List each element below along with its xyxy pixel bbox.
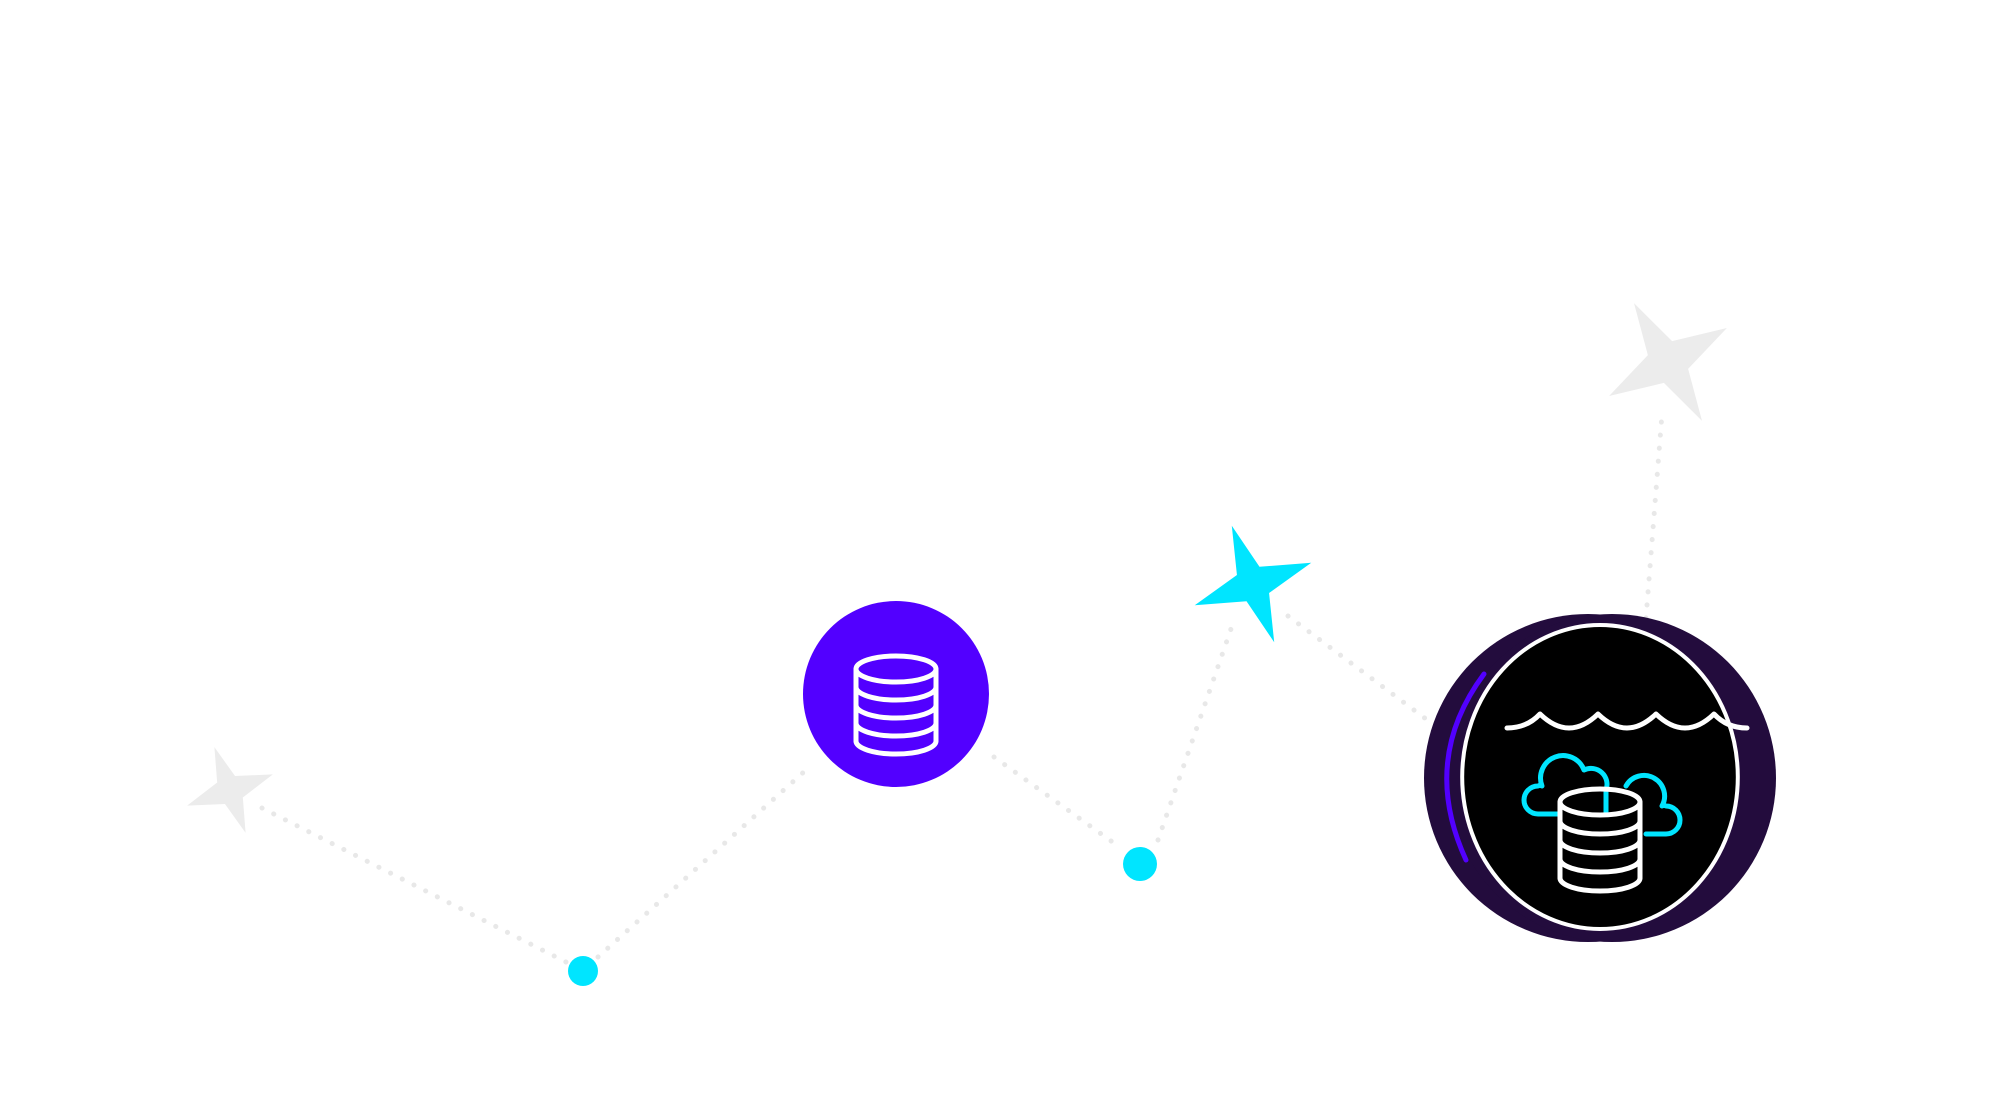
db-layer-arc [1557, 856, 1643, 875]
connector-segment [1155, 623, 1235, 843]
path-dot-2 [1123, 847, 1157, 881]
database-badge-circle [803, 601, 989, 787]
db-layer-arc [1557, 837, 1643, 856]
star-top-right-icon [1609, 303, 1727, 421]
db-layer-arc [853, 738, 939, 757]
db-layer-arc [853, 702, 939, 721]
connector-segment [259, 805, 569, 965]
badge-accent-arc [1444, 671, 1487, 863]
star-left-icon [187, 747, 273, 833]
database-badge [803, 601, 989, 787]
path-dot-1 [568, 956, 598, 986]
badge-lens-shape [1460, 622, 1740, 932]
star-cyan-icon [1194, 525, 1312, 643]
db-layer-arc [1557, 875, 1643, 894]
cloud-left-outline [1521, 753, 1610, 817]
connector-segment [1285, 613, 1433, 725]
data-lake-icon [1557, 786, 1643, 894]
db-layer-arc [853, 720, 939, 739]
connector-segment [595, 767, 809, 960]
cloud-icon [1521, 753, 1683, 837]
data-lake-badge [1424, 614, 1776, 942]
db-layer-arc [1557, 818, 1643, 837]
db-layer-arc [853, 684, 939, 703]
waves-icon [1504, 711, 1750, 731]
wave-line [1504, 711, 1750, 731]
database-icon [853, 653, 939, 757]
cloud-right-outline [1623, 772, 1683, 837]
dotted-connector-path [259, 411, 1665, 965]
connector-segment [1643, 411, 1665, 621]
connector-segment [991, 754, 1121, 849]
